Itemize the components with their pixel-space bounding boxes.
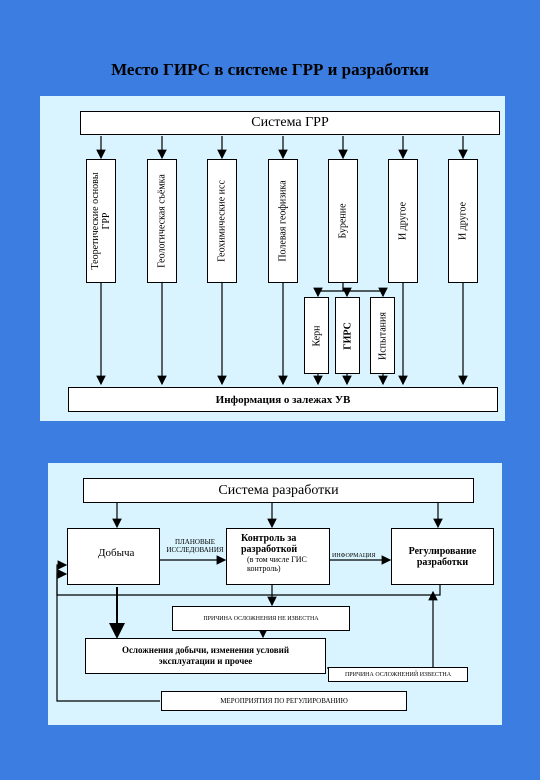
regulation-box: Регулирование разработки bbox=[391, 528, 494, 585]
column-geochemical: Геохимические исс bbox=[207, 159, 237, 283]
development-system-header: Система разработки bbox=[83, 478, 474, 503]
planned-research-label: ПЛАНОВЫЕ ИССЛЕДОВАНИЯ bbox=[166, 538, 224, 554]
sub-box-core: Керн bbox=[304, 297, 329, 374]
sub-box-tests: Испытания bbox=[370, 297, 395, 374]
column-geological-survey: Геологическая съёмка bbox=[147, 159, 177, 283]
cause-known-box: ПРИЧИНА ОСЛОЖНЕНИЙ ИЗВЕСТНА bbox=[328, 667, 468, 682]
production-box: Добыча bbox=[67, 528, 160, 585]
grr-system-header: Система ГРР bbox=[80, 111, 500, 135]
regulation-measures-box: МЕРОПРИЯТИЯ ПО РЕГУЛИРОВАНИЮ bbox=[161, 691, 407, 711]
sub-box-girs: ГИРС bbox=[335, 297, 360, 374]
column-other-1: И другое bbox=[388, 159, 418, 283]
column-drilling: Бурение bbox=[328, 159, 358, 283]
complications-box: Осложнения добычи, изменения условий экс… bbox=[85, 638, 326, 674]
column-other-2: И другое bbox=[448, 159, 478, 283]
information-label: ИНФОРМАЦИЯ bbox=[332, 553, 376, 559]
cause-unknown-box: ПРИЧИНА ОСЛОЖНЕНИЯ НЕ ИЗВЕСТНА bbox=[172, 606, 350, 631]
reservoir-info-bar: Информация о залежах УВ bbox=[68, 387, 498, 412]
column-field-geophysics: Полевая геофизика bbox=[268, 159, 298, 283]
page-title: Место ГИРС в системе ГРР и разработки bbox=[111, 60, 429, 79]
control-box: Контроль за разработкой (в том числе ГИС… bbox=[226, 528, 330, 585]
column-theory: Теоретические основы ГРР bbox=[86, 159, 116, 283]
